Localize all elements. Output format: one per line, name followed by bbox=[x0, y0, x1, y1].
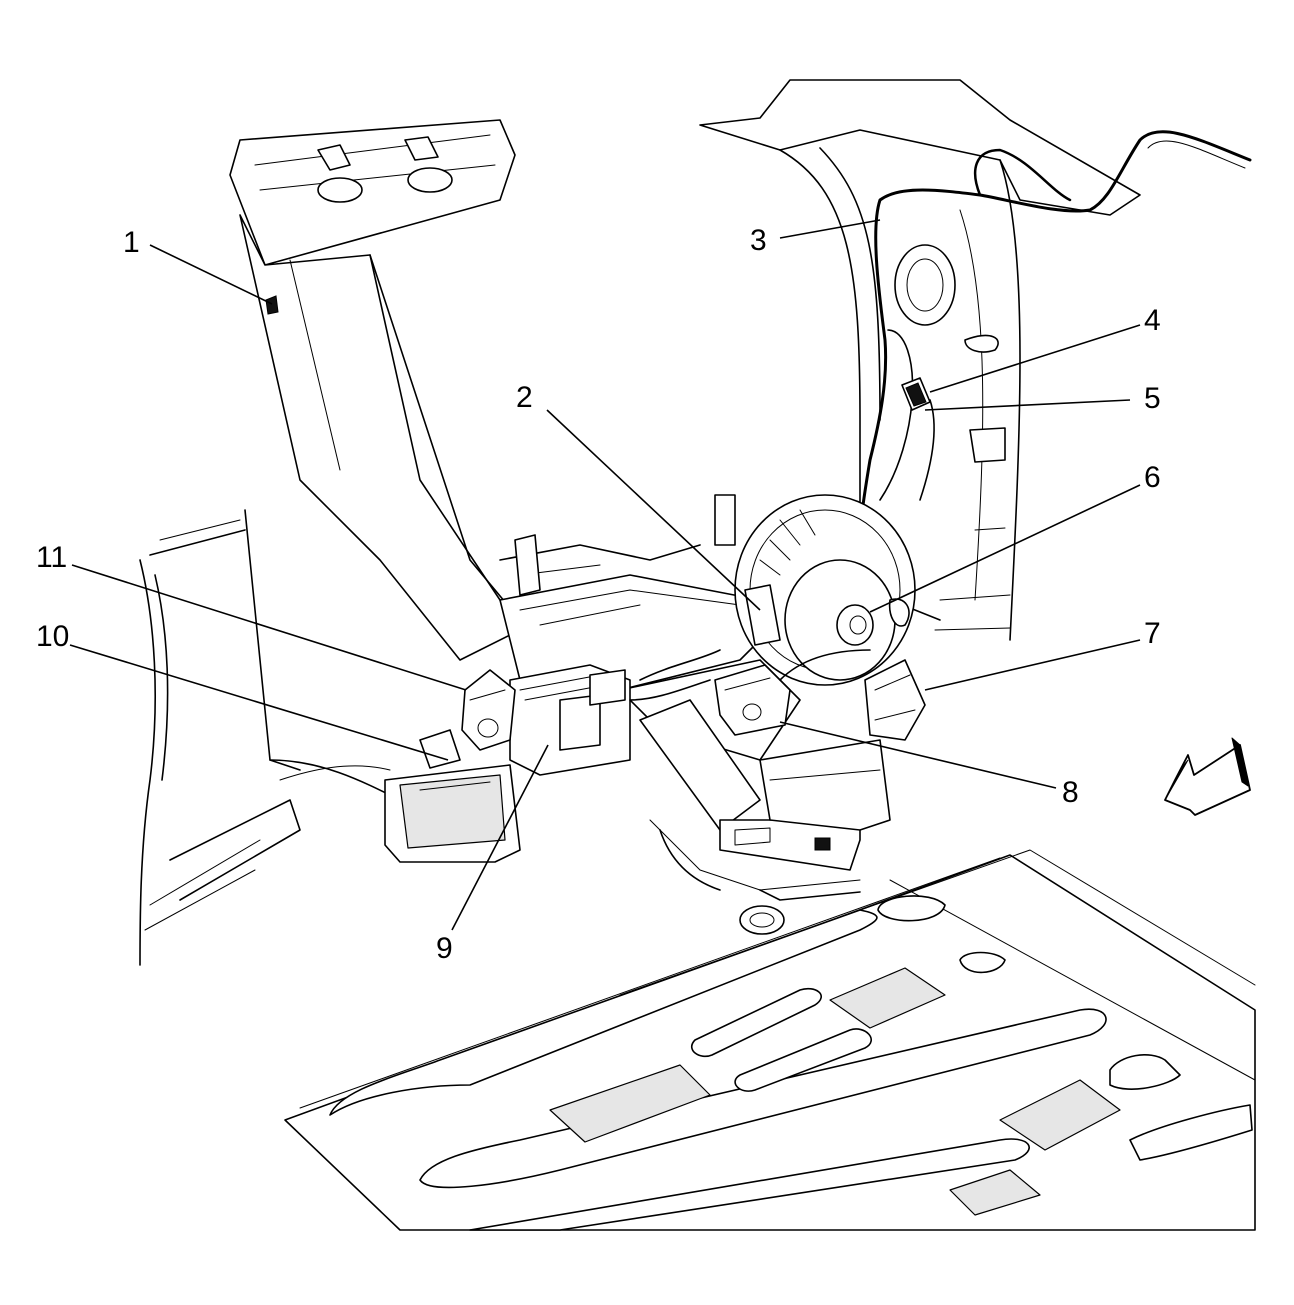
callout-5: 5 bbox=[1144, 382, 1161, 415]
callout-4: 4 bbox=[1144, 304, 1161, 337]
leader-10 bbox=[69, 644, 449, 761]
front-direction-arrow-icon bbox=[1164, 737, 1251, 816]
blower-motor-control-module bbox=[864, 659, 926, 741]
upper-air-duct bbox=[229, 119, 521, 661]
callout-1: 1 bbox=[123, 226, 140, 259]
leader-1 bbox=[149, 244, 273, 305]
right-body-side bbox=[699, 79, 1141, 641]
leader-2 bbox=[546, 409, 761, 611]
mode-actuator bbox=[714, 664, 791, 736]
leader-4 bbox=[929, 324, 1141, 393]
leader-3 bbox=[779, 219, 881, 239]
callout-2: 2 bbox=[516, 381, 533, 414]
callout-10: 10 bbox=[36, 620, 69, 653]
leader-5 bbox=[924, 399, 1131, 411]
leader-11 bbox=[71, 564, 467, 691]
blower-motor bbox=[734, 494, 916, 686]
leader-8 bbox=[779, 721, 1057, 789]
leader-9 bbox=[451, 744, 549, 931]
leader-7 bbox=[924, 639, 1141, 691]
floor-outlet-duct bbox=[384, 729, 521, 863]
callout-labels: 1 2 3 4 5 6 7 8 9 10 11 bbox=[36, 224, 1161, 965]
hvac-module-housing bbox=[499, 574, 891, 901]
leader-lines bbox=[69, 219, 1141, 931]
callout-11: 11 bbox=[36, 541, 67, 574]
module-wiring bbox=[499, 494, 871, 701]
callout-8: 8 bbox=[1062, 776, 1079, 809]
hvac-control-module bbox=[509, 664, 631, 776]
callout-9: 9 bbox=[436, 932, 453, 965]
left-body-side bbox=[139, 509, 401, 966]
callout-7: 7 bbox=[1144, 617, 1161, 650]
callout-6: 6 bbox=[1144, 461, 1161, 494]
sensor-connector bbox=[901, 377, 931, 411]
callout-3: 3 bbox=[750, 224, 767, 257]
air-temperature-actuator bbox=[461, 669, 516, 751]
floor-panel bbox=[284, 849, 1256, 1231]
leader-6 bbox=[869, 484, 1141, 613]
